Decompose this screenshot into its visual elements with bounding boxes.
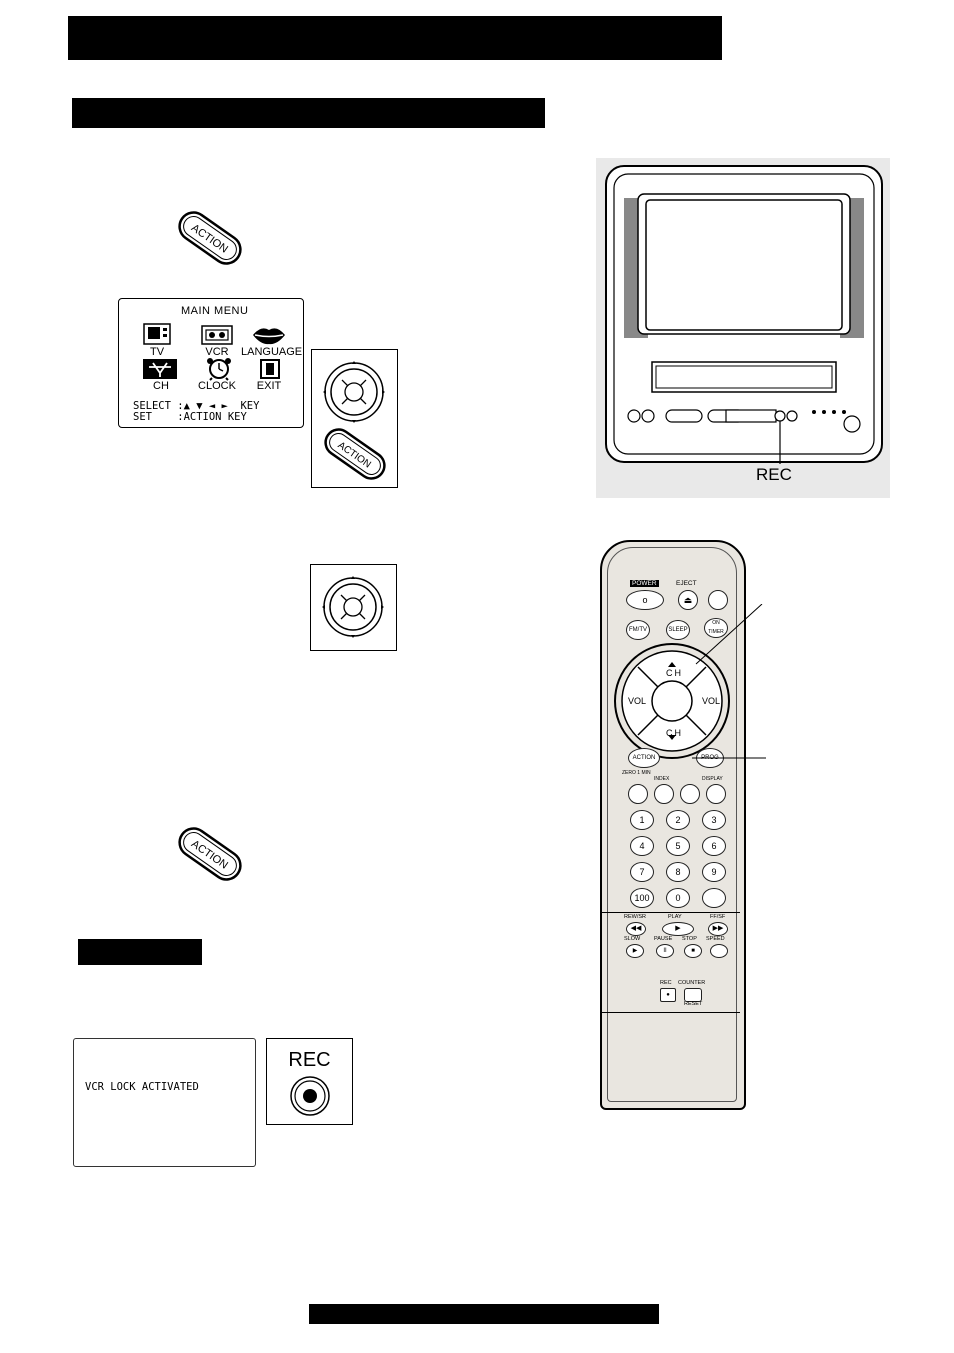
vol-plus-label: VOL: [702, 696, 721, 706]
slow-label: SLOW: [624, 936, 641, 942]
fmtv-button[interactable]: FM/TV: [626, 620, 650, 640]
digit-2-button[interactable]: 2: [666, 810, 690, 830]
eject-label: EJECT: [676, 580, 697, 587]
action-key-illustration-2: ACTION: [178, 827, 242, 881]
fmtv-label: FM/TV: [629, 627, 647, 633]
direction-pad-icon: [322, 576, 384, 638]
menu-item-clock[interactable]: CLOCK: [198, 380, 236, 392]
time-position-button[interactable]: [680, 784, 700, 804]
speed-label: SPEED: [706, 936, 725, 942]
direction-pad-illustration: [310, 564, 397, 651]
lips-icon: [253, 328, 285, 345]
ff-button[interactable]: ▶▶: [708, 922, 728, 936]
speed-button[interactable]: [710, 944, 728, 958]
stop-button[interactable]: ■: [684, 944, 702, 958]
battery-cover-divider: [602, 1012, 740, 1013]
pause-button[interactable]: II: [656, 944, 674, 958]
on-timer-button[interactable]: ON TIMER: [704, 618, 728, 638]
menu-item-vcr[interactable]: VCR: [205, 346, 229, 358]
slow-button[interactable]: ▶: [626, 944, 644, 958]
action-button[interactable]: ACTION: [628, 748, 660, 768]
page-header-bar: [68, 16, 722, 60]
pause-label: PAUSE: [654, 936, 673, 942]
counter-reset-button[interactable]: [684, 988, 702, 1002]
digit-1-button[interactable]: 1: [630, 810, 654, 830]
eject-button[interactable]: ⏏: [678, 590, 698, 610]
index-label: INDEX: [654, 776, 670, 782]
cassette-icon: [201, 325, 233, 345]
action-key-small-icon: ACTION: [324, 428, 386, 480]
play-label: PLAY: [668, 914, 682, 920]
counter-label: COUNTER: [678, 980, 706, 986]
antenna-icon: [143, 359, 177, 379]
nav-action-illustration: ACTION: [311, 349, 398, 488]
remote-rec-label: REC: [660, 980, 672, 986]
direction-pad-icon: [323, 361, 385, 423]
digit-6-button[interactable]: 6: [702, 836, 726, 856]
ff-label: FF/SF: [710, 914, 726, 920]
display-button[interactable]: [706, 784, 726, 804]
digit-8-button[interactable]: 8: [666, 862, 690, 882]
ch-down-label: CH: [666, 728, 683, 738]
zero-button[interactable]: [628, 784, 648, 804]
remote-inner-outline: [607, 547, 737, 1102]
digit-3-button[interactable]: 3: [702, 810, 726, 830]
rew-button[interactable]: ◀◀: [626, 922, 646, 936]
section-title-bar: [72, 98, 545, 128]
tv-rec-callout-label: REC: [756, 465, 792, 484]
exit-door-icon: [260, 359, 280, 379]
rew-label: REW/SR: [624, 914, 646, 920]
menu-help-select: SELECT :▲ ▼ ◄ ► KEY: [133, 400, 260, 412]
sleep-label: SLEEP: [668, 627, 688, 633]
vcr-lock-message: VCR LOCK ACTIVATED: [85, 1081, 199, 1093]
vol-minus-label: VOL: [628, 696, 647, 706]
zero-min-label: ZERO 1 MIN: [622, 770, 651, 776]
remote-action-label: ACTION: [632, 755, 656, 761]
power-button[interactable]: o: [626, 590, 664, 610]
reset-label: RESET: [684, 1001, 703, 1007]
main-menu-title: MAIN MENU: [181, 305, 249, 317]
on-timer-label: ON TIMER: [708, 620, 724, 635]
record-dot-icon: [290, 1076, 330, 1116]
menu-item-exit[interactable]: EXIT: [256, 380, 282, 392]
alarm-clock-icon: [207, 358, 231, 381]
stop-label: STOP: [682, 936, 697, 942]
digit-9-button[interactable]: 9: [702, 862, 726, 882]
tv-icon: [143, 323, 171, 345]
page-footer-bar: [309, 1304, 659, 1324]
digit-4-button[interactable]: 4: [630, 836, 654, 856]
index-button[interactable]: [654, 784, 674, 804]
menu-help-set: SET :ACTION KEY: [133, 411, 247, 423]
menu-item-ch[interactable]: CH: [153, 380, 169, 392]
menu-item-tv[interactable]: TV: [149, 346, 165, 358]
transport-divider: [602, 912, 740, 913]
remote-control-illustration: o POWER ⏏ EJECT FM/TV SLEEP ON TIMER CH …: [600, 540, 746, 1110]
digit-7-button[interactable]: 7: [630, 862, 654, 882]
navigation-wheel[interactable]: [613, 642, 731, 760]
action-key-illustration: ACTION: [178, 211, 242, 265]
digit-100-button[interactable]: 100: [630, 888, 654, 908]
tv-vcr-unit-illustration: [596, 158, 890, 498]
display-label: DISPLAY: [702, 776, 723, 782]
rec-button-illustration: REC: [266, 1038, 353, 1125]
sleep-button[interactable]: SLEEP: [666, 620, 690, 640]
main-menu-screen: MAIN MENU TV VCR LANGUAGE CH CLOCK EXIT …: [118, 298, 304, 428]
ch-up-label: CH: [666, 668, 683, 678]
vcr-lock-screen: VCR LOCK ACTIVATED: [73, 1038, 256, 1167]
menu-item-language[interactable]: LANGUAGE: [241, 346, 303, 358]
remote-callout-lines: [692, 604, 766, 759]
remote-rec-button[interactable]: ●: [660, 988, 676, 1002]
rec-label: REC: [288, 1049, 331, 1071]
mute-button[interactable]: [708, 590, 728, 610]
digit-5-button[interactable]: 5: [666, 836, 690, 856]
power-label: POWER: [630, 580, 659, 587]
digit-0-button[interactable]: 0: [666, 888, 690, 908]
note-heading-bar: [78, 939, 202, 965]
add-button[interactable]: [702, 888, 726, 908]
play-button[interactable]: ▶: [662, 922, 694, 936]
